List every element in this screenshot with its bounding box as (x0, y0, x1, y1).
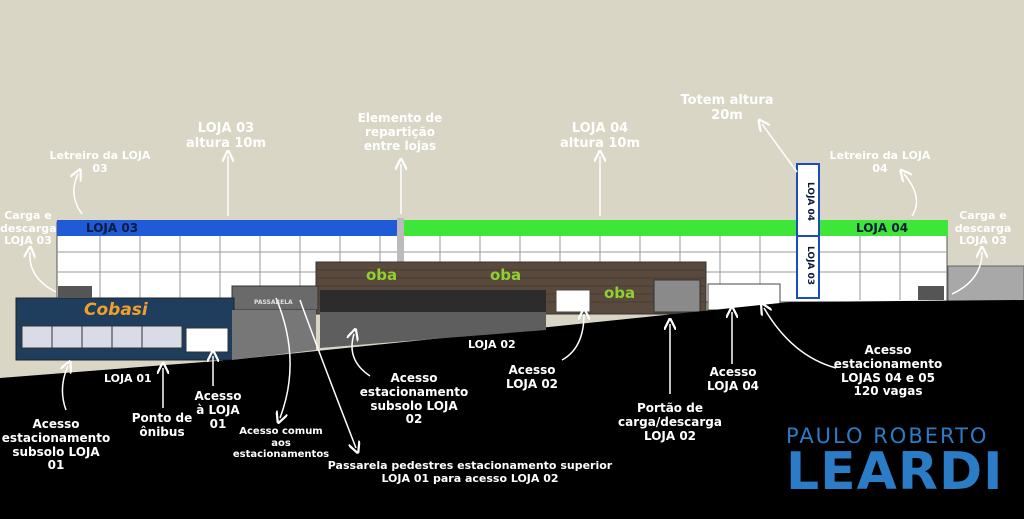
oba-logo-1: oba (366, 266, 398, 284)
loading-gate (653, 279, 701, 313)
label-acesso-est-01: Acesso estacionamento subsolo LOJA 01 (1, 417, 111, 473)
brand-line1: PAULO ROBERTO (786, 424, 989, 448)
label-carga-left: Carga e descarga LOJA 03 (0, 209, 57, 248)
label-loja01: LOJA 01 (104, 372, 152, 385)
label-acesso-est-04-05: Acesso estacionamento LOJAS 04 e 05 120 … (833, 343, 943, 399)
dock-door-right (918, 286, 944, 300)
dock-door-left (58, 286, 92, 298)
label-loja03-altura: LOJA 03 altura 10m (185, 121, 267, 151)
totem (796, 163, 820, 299)
label-acesso-comum: Acesso comum aos estacionamentos (232, 426, 330, 460)
oba-logo-2: oba (490, 266, 522, 284)
loja04-sign: LOJA 04 (856, 221, 909, 235)
loja01-windows (21, 325, 183, 349)
totem-sign-bottom: LOJA 03 (805, 246, 815, 286)
label-portao: Portão de carga/descarga LOJA 02 (618, 401, 722, 443)
loja03-sign: LOJA 03 (86, 221, 139, 235)
label-totem: Totem altura 20m (680, 93, 774, 123)
label-elemento-reparticao: Elemento de repartição entre lojas (357, 111, 443, 153)
loja01-door (185, 327, 229, 353)
label-acesso-loja04: Acesso LOJA 04 (706, 365, 760, 393)
label-loja04-altura: LOJA 04 altura 10m (559, 121, 641, 151)
brand-line2: LEARDI (786, 442, 1004, 502)
passarela-bridge (231, 285, 319, 311)
passarela-sign: PASSARELA (254, 299, 293, 306)
cobasi-logo: Cobasi (84, 300, 148, 320)
label-ponto-onibus: Ponto de ônibus (131, 411, 193, 439)
loading-dock-right (947, 265, 1024, 303)
totem-sign-top: LOJA 04 (805, 182, 815, 222)
loja02-glass (320, 290, 546, 314)
parking-entrance-02 (320, 312, 546, 348)
separation-element (397, 218, 404, 304)
loja02-window (555, 289, 591, 313)
label-letreiro-loja03: Letreiro da LOJA 03 (49, 149, 151, 175)
label-acesso-est-02: Acesso estacionamento subsolo LOJA 02 (359, 371, 469, 427)
ramp-left (232, 310, 316, 360)
label-letreiro-loja04: Letreiro da LOJA 04 (829, 149, 931, 175)
label-loja02: LOJA 02 (468, 338, 516, 351)
ground (0, 300, 1024, 519)
loja03-band (57, 220, 397, 236)
oba-logo-3: oba (604, 284, 636, 302)
label-acesso-loja02: Acesso LOJA 02 (505, 363, 559, 391)
annotation-arrows (30, 124, 982, 448)
label-carga-right: Carga e descarga LOJA 03 (954, 209, 1012, 248)
label-passarela: Passarela pedestres estacionamento super… (327, 459, 613, 485)
label-acesso-loja01: Acesso à LOJA 01 (194, 389, 242, 431)
